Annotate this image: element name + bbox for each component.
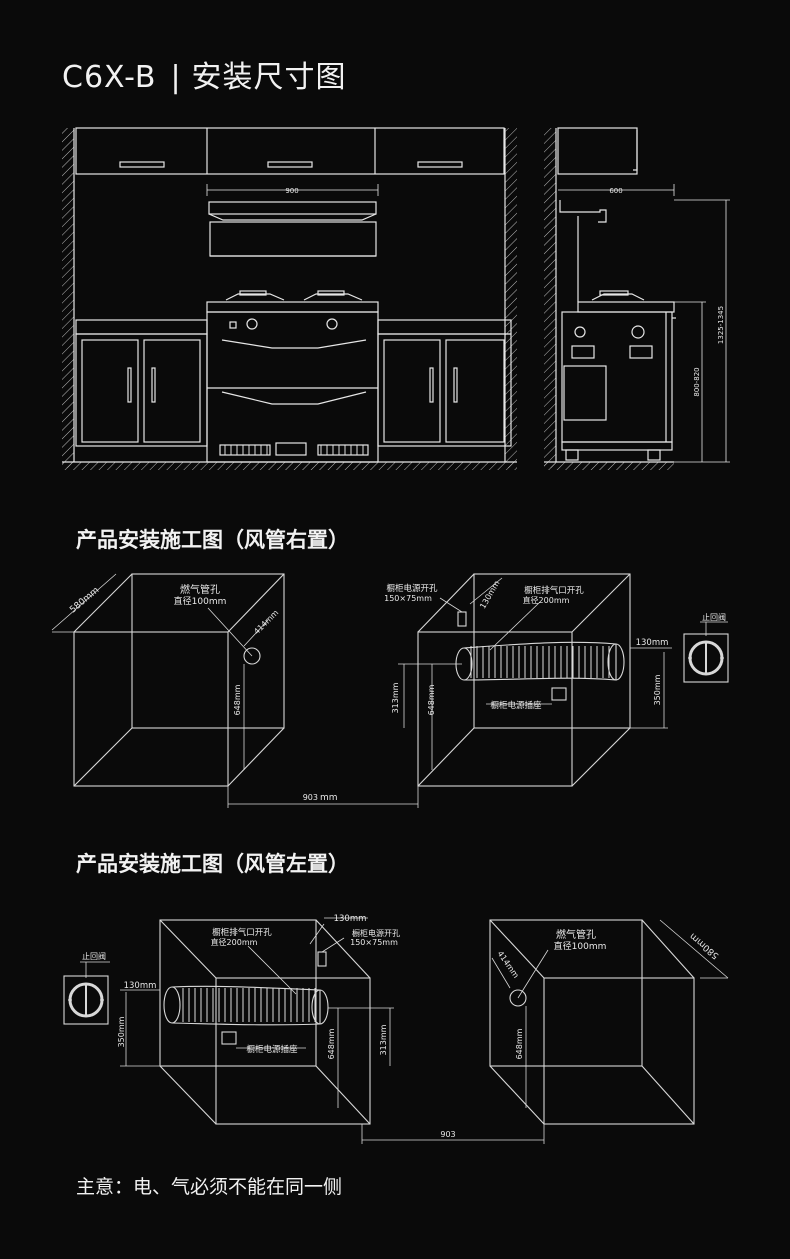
l-valve: 止回阀 xyxy=(82,951,106,961)
r-dim-580: 580mm xyxy=(68,585,101,615)
section-title-right-duct: 产品安装施工图（风管右置） xyxy=(76,528,349,552)
l-dim-580: 580mm xyxy=(688,931,721,961)
r-dim-903-unit: mm xyxy=(320,793,338,803)
r-socket: 橱柜电源插座 xyxy=(490,700,542,711)
side-stove-body xyxy=(561,311,673,443)
l-dim-313: 313mm xyxy=(379,1024,388,1055)
front-elevation xyxy=(62,127,517,470)
installation-note: 主意：电、气必须不能在同一侧 xyxy=(76,1176,343,1198)
l-dim-130top: 130mm xyxy=(334,914,367,924)
r-power-hole-size: 150×75mm xyxy=(384,594,432,603)
l-dim-350: 350mm xyxy=(117,1016,126,1047)
left-wall-hatch xyxy=(62,128,74,468)
title-text: 安装尺寸图 xyxy=(191,60,347,95)
right-counter xyxy=(377,319,512,335)
l-dim-414: 414mm xyxy=(496,949,521,980)
l-exhaust-hole-dia: 直径200mm xyxy=(211,937,258,947)
dim-800-820: 800-820 xyxy=(693,367,701,396)
r-dim-130h: 130mm xyxy=(636,638,669,648)
l-dim-648: 648mm xyxy=(327,1028,336,1059)
side-elevation xyxy=(544,127,730,470)
l-power-hole-size: 150×75mm xyxy=(350,938,398,947)
floor-hatch xyxy=(62,462,517,470)
burner-right xyxy=(303,293,363,301)
diagram-left-duct xyxy=(63,917,729,1144)
l-dim-648b: 648mm xyxy=(515,1028,524,1059)
r-dim-313: 313mm xyxy=(391,682,400,713)
l-dim-130h: 130mm xyxy=(124,981,157,991)
l-dim-903: 903 xyxy=(440,1130,455,1139)
dim-1325-1345: 1325-1345 xyxy=(717,306,725,344)
diagram-right-duct xyxy=(51,573,729,808)
right-wall-hatch xyxy=(505,128,517,468)
r-power-hole: 橱柜电源开孔 xyxy=(386,583,438,594)
section-title-left-duct: 产品安装施工图（风管左置） xyxy=(76,852,349,876)
l-exhaust-hole: 橱柜排气口开孔 xyxy=(212,927,272,938)
r-valve: 止回阀 xyxy=(702,612,726,622)
r-exhaust-hole-dia: 直径200mm xyxy=(523,595,570,605)
upper-cabinet xyxy=(75,127,505,175)
r-dim-903: 903 xyxy=(303,793,318,802)
side-upper-cabinet xyxy=(557,127,638,175)
r-dim-648: 648mm xyxy=(233,684,242,715)
burner-left xyxy=(225,293,285,301)
l-gas-hole-dia: 直径100mm xyxy=(554,940,607,952)
stove-body xyxy=(206,311,379,463)
range-hood xyxy=(208,201,377,215)
dim-600: 600 xyxy=(609,187,622,195)
r-dim-350: 350mm xyxy=(653,674,662,705)
r-dim-648b: 648mm xyxy=(427,684,436,715)
left-counter xyxy=(75,319,208,335)
l-socket: 橱柜电源插座 xyxy=(246,1044,298,1055)
l-gas-hole: 燃气管孔 xyxy=(556,928,596,941)
title-separator: | xyxy=(170,60,182,95)
model-name: C6X-B xyxy=(62,60,157,95)
r-gas-hole: 燃气管孔 xyxy=(180,583,220,596)
r-dim-414: 414mm xyxy=(252,608,280,636)
page-title: C6X-B | 安装尺寸图 xyxy=(62,52,347,96)
l-power-hole: 橱柜电源开孔 xyxy=(352,928,400,938)
r-exhaust-hole: 橱柜排气口开孔 xyxy=(524,585,584,596)
r-gas-hole-dia: 直径100mm xyxy=(174,595,227,607)
dim-900: 900 xyxy=(285,187,298,195)
